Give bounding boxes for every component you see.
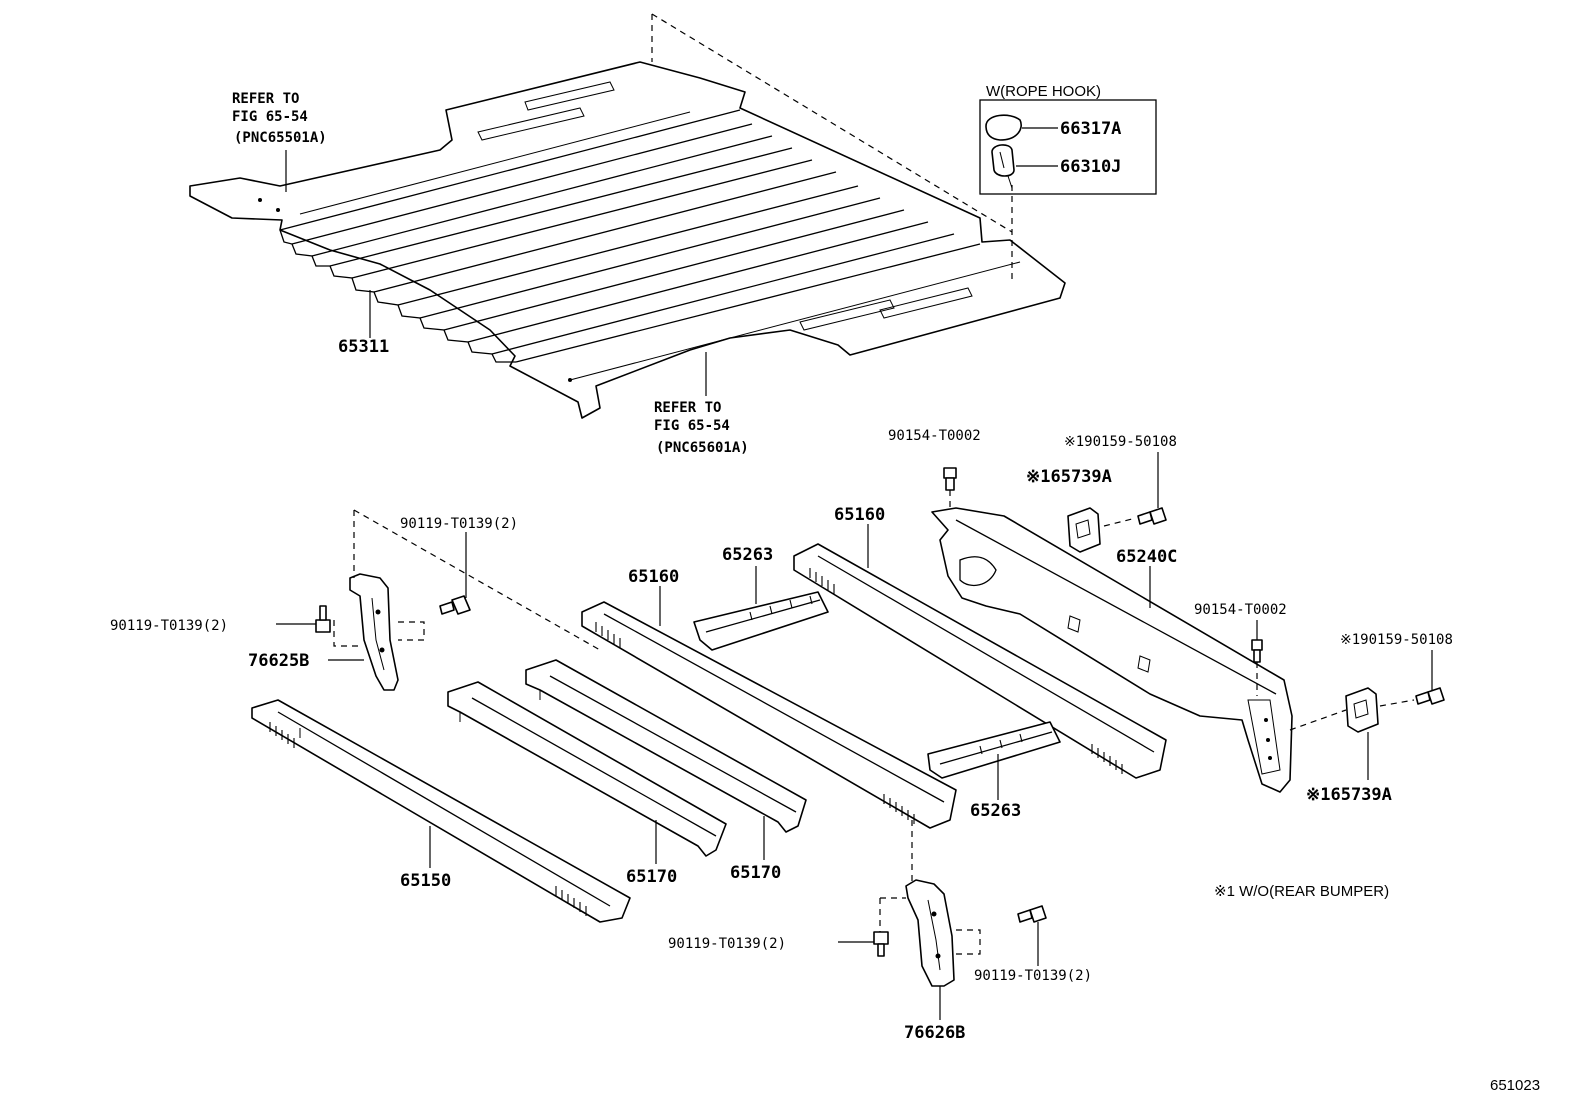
label-pad-top: ※165739A <box>1026 467 1112 487</box>
refer-bottom-line3: (PNC65601A) <box>656 440 749 456</box>
bracket-left-shape <box>333 509 601 691</box>
sill-mid-shape <box>581 601 957 829</box>
label-rope-hook: 66310J <box>1060 157 1121 177</box>
bracket-top-shape <box>693 591 829 651</box>
refer-top-line2: FIG 65-54 <box>232 109 308 125</box>
label-sill-mid: 65160 <box>628 567 679 587</box>
bolt-bottom-left-shape <box>873 931 889 957</box>
crossmember-b-shape <box>525 659 807 833</box>
label-bolt-bottom-left: 90119-T0139(2) <box>668 936 786 952</box>
label-bracket-bottom: 65263 <box>970 801 1021 821</box>
label-rope-hook-cap: 66317A <box>1060 119 1121 139</box>
pad-top-shape <box>1067 507 1101 553</box>
crossmember-a-shape <box>447 681 727 857</box>
bolt-top-shape <box>1137 507 1167 525</box>
bolt-right-shape <box>1415 687 1445 705</box>
screw-top-shape <box>943 467 957 491</box>
rope-hook-title: W(ROPE HOOK) <box>986 83 1101 100</box>
rope-hook-shape <box>991 144 1015 177</box>
screw-right-shape <box>1251 639 1263 663</box>
label-bolt-left: 90119-T0139(2) <box>110 618 228 634</box>
refer-bottom-line1: REFER TO <box>654 400 721 416</box>
label-screw-top: 90154-T0002 <box>888 428 981 444</box>
bolt-bottom-right-shape <box>1017 905 1047 923</box>
label-bolt-top: ※190159-50108 <box>1064 434 1177 450</box>
label-bolt-right: ※190159-50108 <box>1340 632 1453 648</box>
label-crossmember-a: 65170 <box>626 867 677 887</box>
rope-hook-box: W(ROPE HOOK) 66317A 66310J <box>979 83 1157 195</box>
label-bracket-right: 76626B <box>904 1023 965 1043</box>
label-pad-right: ※165739A <box>1306 785 1392 805</box>
label-bracket-top: 65263 <box>722 545 773 565</box>
floor-panel-shape <box>189 61 1066 419</box>
bolt-left-shape <box>315 605 331 633</box>
label-bolt-top-left: 90119-T0139(2) <box>400 516 518 532</box>
label-sill-long: 65150 <box>400 871 451 891</box>
sill-right-shape <box>793 543 1167 779</box>
footnote: ※1 W/O(REAR BUMPER) <box>1214 883 1389 900</box>
label-rear-member: 65240C <box>1116 547 1177 567</box>
sill-long-shape <box>251 699 631 923</box>
bracket-bottom-shape <box>927 721 1061 779</box>
bolt-top-left-shape <box>439 595 471 615</box>
label-crossmember-b: 65170 <box>730 863 781 883</box>
bracket-right-shape <box>905 879 955 987</box>
refer-top-line3: (PNC65501A) <box>234 130 327 146</box>
rope-hook-cap-shape <box>985 114 1022 141</box>
refer-bottom-line2: FIG 65-54 <box>654 418 730 434</box>
rear-member-shape <box>931 507 1293 793</box>
label-bolt-bottom-right: 90119-T0139(2) <box>974 968 1092 984</box>
label-floor-panel: 65311 <box>338 337 389 357</box>
label-screw-right: 90154-T0002 <box>1194 602 1287 618</box>
pad-right-shape <box>1345 687 1379 733</box>
refer-top-line1: REFER TO <box>232 91 299 107</box>
label-sill-right: 65160 <box>834 505 885 525</box>
label-bracket-left: 76625B <box>248 651 309 671</box>
figure-id: 651023 <box>1490 1077 1540 1094</box>
